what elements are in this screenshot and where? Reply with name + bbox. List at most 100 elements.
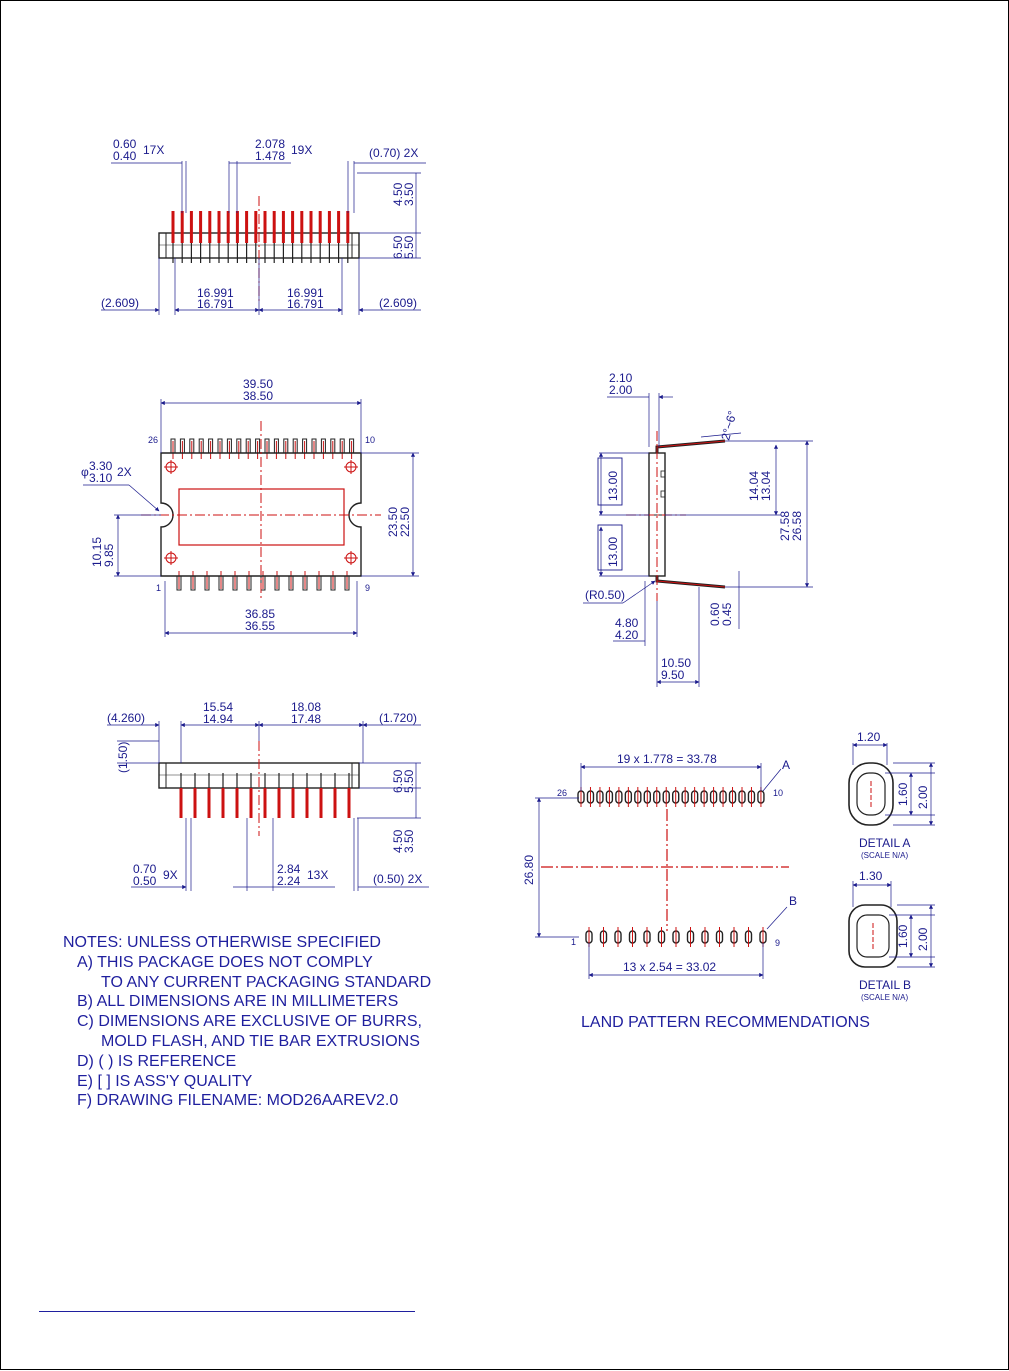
dim-span-outer-max: 27.58 <box>778 511 792 541</box>
dim-bottom-lead-width-count: 9X <box>163 868 178 882</box>
dim-overall-min: 38.50 <box>243 389 273 403</box>
side-top-lead <box>309 211 313 243</box>
notes-block: NOTES: UNLESS OTHERWISE SPECIFIED A) THI… <box>63 933 431 1111</box>
detail-b-label: DETAIL B <box>859 978 911 992</box>
profile-lead-upper <box>655 439 726 453</box>
dim-profile-radius: (R0.50) <box>585 588 625 602</box>
land-pin-label-1: 1 <box>571 937 576 947</box>
detail-a-scale: (SCALE N/A) <box>861 851 908 860</box>
side-bottom-leads <box>179 773 351 818</box>
dim-bend-angle: 2°~6° <box>718 409 739 442</box>
dim-lead-thick-min: 0.45 <box>720 602 734 626</box>
side-bottom-lead <box>305 788 309 818</box>
dim-foot-max: 4.80 <box>615 616 639 630</box>
side-bottom-lead <box>221 788 225 818</box>
dim-hole-count: 2X <box>117 465 132 479</box>
detail-b-scale: (SCALE N/A) <box>861 993 908 1002</box>
dim-hole-max: 3.30 <box>89 459 113 473</box>
note-b: B) ALL DIMENSIONS ARE IN MILLIMETERS <box>77 993 399 1011</box>
dim-profile-width-min: 9.50 <box>661 668 685 682</box>
dim-hole-min: 3.10 <box>89 471 113 485</box>
dim-body-height-max: 6.50 <box>391 235 405 259</box>
dim-bottom-ref-left: (4.260) <box>107 711 145 725</box>
dim-bottom-body-min: 5.50 <box>402 769 416 793</box>
side-top-lead <box>346 211 350 243</box>
dim-body-width-max: 36.85 <box>245 607 275 621</box>
land-pin-label-26: 26 <box>557 788 567 798</box>
side-top-lead <box>327 211 331 243</box>
dim-span-a-min: 14.94 <box>203 712 233 726</box>
land-pattern: 19 x 1.778 = 33.78 13 x 2.54 = 33.02 26.… <box>522 752 797 979</box>
side-bottom-lead <box>333 788 337 818</box>
dim-half-left-max: 16.991 <box>197 286 234 300</box>
dim-lead-thick-max: 0.60 <box>708 602 722 626</box>
dim-profile-lead-min: 2.00 <box>609 383 633 397</box>
dim-bottom-pitch-count: 13X <box>307 868 328 882</box>
side-top-lead <box>281 211 285 243</box>
dim-bottom-pitch-min: 2.24 <box>277 874 301 888</box>
dim-body-width-min: 36.55 <box>245 619 275 633</box>
dim-body-height-min: 5.50 <box>402 235 416 259</box>
dim-detail-b-inner: 1.60 <box>896 924 910 948</box>
dim-detail-a-outer: 2.00 <box>916 785 930 809</box>
side-bottom-lead <box>193 788 197 818</box>
dim-profile-lead-max: 2.10 <box>609 371 633 385</box>
footer-rule <box>39 1311 415 1312</box>
side-top-lead <box>254 211 258 243</box>
side-bottom-lead <box>291 788 295 818</box>
side-bottom-lead <box>263 788 267 818</box>
side-top-lead <box>263 211 267 243</box>
dim-row-gap: 26.80 <box>522 855 536 885</box>
note-c-cont: MOLD FLASH, AND TIE BAR EXTRUSIONS <box>101 1032 420 1050</box>
dim-bottom-body-max: 6.50 <box>391 769 405 793</box>
detail-b: 1.30 1.60 2.00 DETAIL B (SCALE N/A) <box>848 869 935 1002</box>
side-top-lead <box>199 211 203 243</box>
side-top-lead <box>171 211 175 243</box>
dim-span-inner-min: 13.04 <box>759 471 773 501</box>
side-top-lead <box>272 211 276 243</box>
dim-body-height-max: 23.50 <box>386 507 400 537</box>
dim-pitch-max: 2.078 <box>255 137 285 151</box>
dim-bottom-ref-right: (1.720) <box>379 711 417 725</box>
side-top-lead <box>189 211 193 243</box>
pin-label-9: 9 <box>365 583 370 593</box>
side-top-leads <box>171 211 350 263</box>
dim-lead-width-count: 17X <box>143 143 164 157</box>
dim-span-b-min: 17.48 <box>291 712 321 726</box>
detail-tag-b: B <box>789 894 797 908</box>
dim-lead-length-max: 4.50 <box>391 182 405 206</box>
note-d: D) ( ) IS REFERENCE <box>77 1052 237 1070</box>
side-view-bottom: (4.260) 15.54 14.94 18.08 17.48 (1.720) … <box>107 700 429 891</box>
side-bottom-lead <box>235 788 239 818</box>
side-bottom-lead <box>207 788 211 818</box>
dim-overall-max: 39.50 <box>243 377 273 391</box>
dim-profile-lower: 13.00 <box>606 537 620 567</box>
dim-lead-thickness: (0.70) 2X <box>369 146 418 160</box>
side-view-top: (2.609) 16.991 16.791 16.991 16.791 (2.6… <box>101 137 426 315</box>
dim-span-inner-max: 14.04 <box>747 471 761 501</box>
dim-lead-width-max: 0.60 <box>113 137 137 151</box>
dim-bottom-lead-width-min: 0.50 <box>133 874 157 888</box>
detail-a-label: DETAIL A <box>859 836 910 850</box>
note-e: E) [ ] IS ASS'Y QUALITY <box>77 1072 253 1090</box>
side-top-lead <box>300 211 304 243</box>
side-top-lead <box>318 211 322 243</box>
side-top-lead <box>291 211 295 243</box>
side-top-lead <box>226 211 230 243</box>
dim-detail-a-inner: 1.60 <box>896 782 910 806</box>
note-f: F) DRAWING FILENAME: MOD26AAREV2.0 <box>77 1092 399 1110</box>
side-top-lead <box>235 211 239 243</box>
note-a: A) THIS PACKAGE DOES NOT COMPLY <box>77 953 373 971</box>
dim-detail-a-width: 1.20 <box>857 730 881 744</box>
dim-foot-min: 4.20 <box>615 628 639 642</box>
dim-ref-right: (2.609) <box>379 296 417 310</box>
dim-bottom-lead-thickness: (0.50) 2X <box>373 872 422 886</box>
dim-detail-b-outer: 2.00 <box>916 927 930 951</box>
side-bottom-lead <box>277 788 281 818</box>
dim-bottom-row: 13 x 2.54 = 33.02 <box>623 960 716 974</box>
dim-bottom-pitch-max: 2.84 <box>277 862 301 876</box>
dim-half-right-max: 16.991 <box>287 286 324 300</box>
side-top-lead <box>180 211 184 243</box>
dim-lead-length-min: 3.50 <box>402 182 416 206</box>
